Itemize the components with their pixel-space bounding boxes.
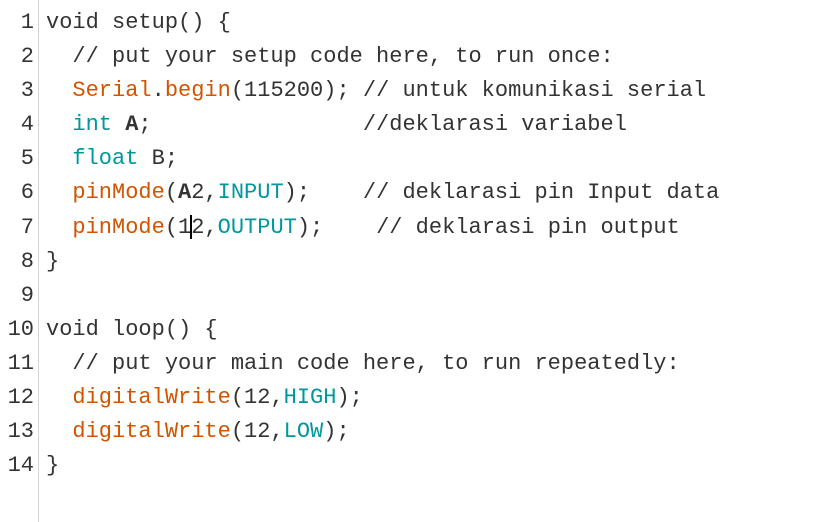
line-number: 5 bbox=[20, 146, 34, 172]
code-line[interactable]: 13 digitalWrite(12,LOW); bbox=[0, 415, 834, 449]
line-number: 8 bbox=[20, 248, 34, 274]
token: ); // deklarasi pin Input data bbox=[283, 180, 720, 206]
token: B; bbox=[138, 146, 179, 172]
token: ); bbox=[336, 385, 363, 411]
code-text[interactable]: void loop() { bbox=[46, 313, 218, 347]
line-number: 9 bbox=[20, 282, 34, 308]
token: . bbox=[151, 78, 165, 104]
code-text[interactable]: digitalWrite(12,LOW); bbox=[46, 415, 350, 449]
token: ; //deklarasi variabel bbox=[138, 112, 627, 138]
token bbox=[112, 112, 125, 137]
line-number: 3 bbox=[20, 78, 34, 104]
token-fn: Serial bbox=[72, 78, 152, 104]
token: ); bbox=[323, 419, 350, 445]
token bbox=[46, 146, 72, 171]
line-number: 14 bbox=[7, 453, 34, 479]
code-text[interactable]: Serial.begin(115200); // untuk komunikas… bbox=[46, 74, 706, 108]
token bbox=[46, 112, 72, 137]
line-number: 2 bbox=[20, 44, 34, 70]
code-line[interactable]: 12 digitalWrite(12,HIGH); bbox=[0, 381, 834, 415]
line-number: 11 bbox=[7, 350, 34, 376]
token bbox=[46, 180, 72, 205]
code-text[interactable]: pinMode(A2,INPUT); // deklarasi pin Inpu… bbox=[46, 176, 719, 210]
token bbox=[46, 419, 72, 444]
code-line[interactable]: 4 int A; //deklarasi variabel bbox=[0, 108, 834, 142]
code-line[interactable]: 5 float B; bbox=[0, 142, 834, 176]
token-fn: digitalWrite bbox=[72, 419, 231, 445]
line-number: 6 bbox=[20, 180, 34, 206]
token-bold: A bbox=[178, 180, 192, 206]
code-line[interactable]: 11 // put your main code here, to run re… bbox=[0, 347, 834, 381]
token-kw: INPUT bbox=[217, 180, 284, 206]
line-number-gutter bbox=[0, 0, 40, 522]
code-text[interactable]: digitalWrite(12,HIGH); bbox=[46, 381, 363, 415]
code-text[interactable]: } bbox=[46, 449, 59, 483]
code-line[interactable]: 2 // put your setup code here, to run on… bbox=[0, 40, 834, 74]
line-number: 13 bbox=[7, 419, 34, 445]
code-line[interactable]: 6 pinMode(A2,INPUT); // deklarasi pin In… bbox=[0, 176, 834, 210]
code-text[interactable]: void setup() { bbox=[46, 6, 231, 40]
code-text[interactable]: // put your setup code here, to run once… bbox=[46, 40, 614, 74]
token bbox=[46, 78, 72, 103]
token: ( bbox=[164, 180, 179, 206]
token: } bbox=[46, 453, 60, 479]
token: (12, bbox=[230, 419, 284, 445]
line-number: 4 bbox=[20, 112, 34, 138]
token: ); // deklarasi pin output bbox=[296, 214, 680, 240]
code-line[interactable]: 1 void setup() { bbox=[0, 6, 834, 40]
code-line[interactable]: 3 Serial.begin(115200); // untuk komunik… bbox=[0, 74, 834, 108]
token-kw: LOW bbox=[283, 419, 324, 445]
line-number: 12 bbox=[7, 385, 34, 411]
token: 2, bbox=[191, 180, 218, 206]
token-fn: begin bbox=[164, 78, 231, 104]
token bbox=[46, 215, 72, 240]
token-kw: HIGH bbox=[283, 385, 337, 411]
code-line[interactable]: 10 void loop() { bbox=[0, 313, 834, 347]
token-bold: A bbox=[125, 112, 139, 138]
code-line[interactable]: 8} bbox=[0, 245, 834, 279]
token-ty: int bbox=[72, 112, 113, 138]
text-cursor bbox=[190, 214, 193, 239]
token-fn: pinMode bbox=[72, 180, 165, 206]
line-number: 7 bbox=[20, 214, 34, 240]
code-text[interactable]: pinMode(12,OUTPUT); // deklarasi pin out… bbox=[46, 211, 680, 245]
line-number: 10 bbox=[7, 316, 34, 342]
code-text[interactable]: float B; bbox=[46, 142, 178, 176]
code-text[interactable]: } bbox=[46, 245, 59, 279]
token: (12, bbox=[230, 385, 284, 411]
line-number: 1 bbox=[20, 10, 34, 35]
token: void setup() { bbox=[46, 10, 231, 35]
token-kw: OUTPUT bbox=[217, 214, 297, 240]
token: (1 bbox=[164, 214, 192, 240]
token: 2, bbox=[191, 214, 218, 240]
token-ty: float bbox=[72, 146, 139, 172]
token: // put your setup code here, to run once… bbox=[46, 44, 614, 70]
token-fn: pinMode bbox=[72, 214, 165, 240]
code-lines[interactable]: 1 void setup() { 2 // put your setup code … bbox=[0, 6, 834, 483]
token-fn: digitalWrite bbox=[72, 385, 231, 411]
token: void loop() { bbox=[46, 316, 218, 342]
token bbox=[46, 385, 72, 410]
token: (115200); // untuk komunikasi serial bbox=[230, 78, 707, 104]
code-text[interactable]: int A; //deklarasi variabel bbox=[46, 108, 627, 142]
code-line[interactable]: 9 bbox=[0, 279, 834, 313]
gutter-divider bbox=[38, 0, 39, 522]
token: } bbox=[46, 248, 60, 274]
code-line[interactable]: 14} bbox=[0, 449, 834, 483]
code-line[interactable]: 7 pinMode(12,OUTPUT); // deklarasi pin o… bbox=[0, 211, 834, 245]
code-text[interactable]: // put your main code here, to run repea… bbox=[46, 347, 680, 381]
token: // put your main code here, to run repea… bbox=[46, 350, 680, 376]
